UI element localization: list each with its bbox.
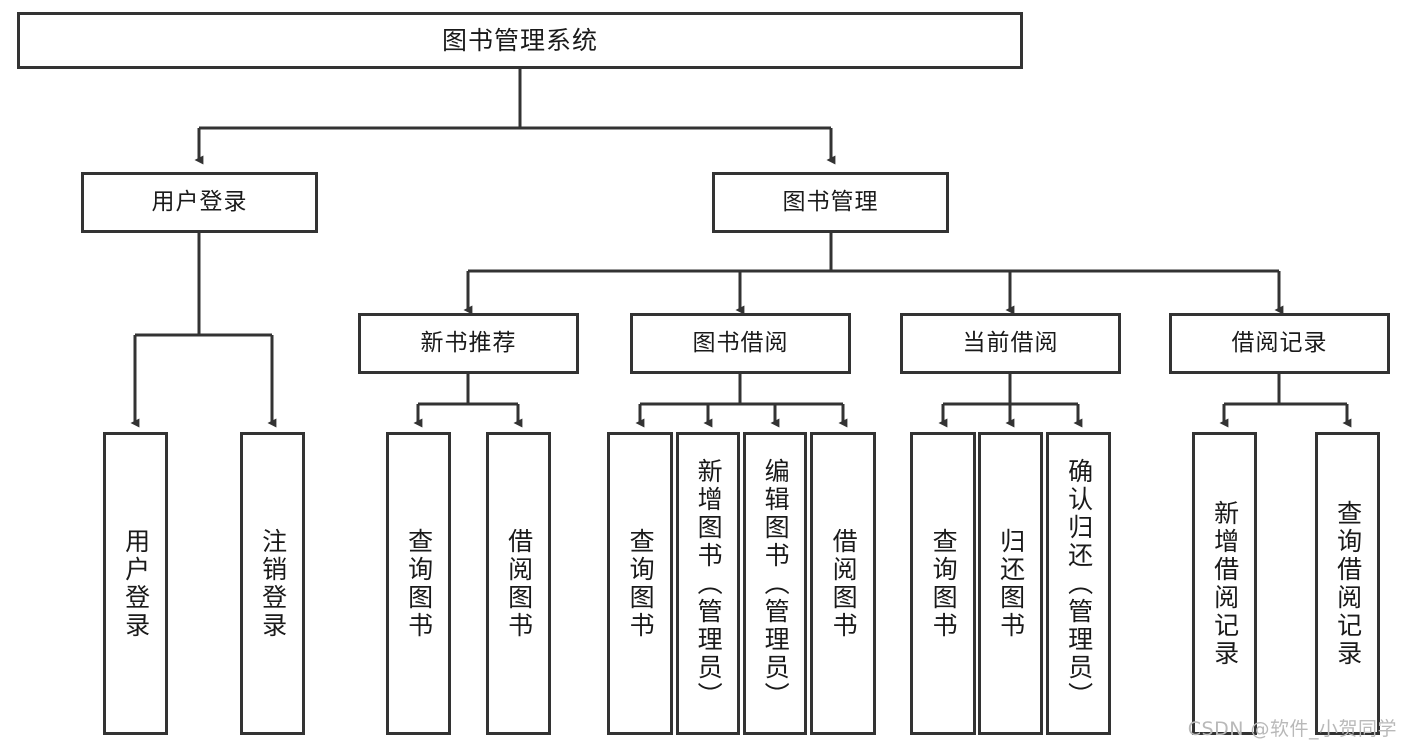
node-label: 当前借阅 bbox=[962, 329, 1059, 356]
leaf-borrow-book[interactable]: 借阅图书 bbox=[810, 432, 876, 735]
node-label: 借阅记录 bbox=[1231, 329, 1328, 356]
node-label: 新增图书（管理员） bbox=[694, 457, 724, 710]
node-label: 借阅图书 bbox=[504, 527, 534, 640]
node-label: 图书管理系统 bbox=[441, 25, 598, 55]
node-label: 编辑图书（管理员） bbox=[761, 457, 791, 710]
node-label: 注销登录 bbox=[258, 527, 288, 640]
leaf-add-borrow-record[interactable]: 新增借阅记录 bbox=[1192, 432, 1257, 735]
node-current-borrowing[interactable]: 当前借阅 bbox=[900, 313, 1121, 374]
node-book-management[interactable]: 图书管理 bbox=[712, 172, 949, 233]
node-label: 用户登录 bbox=[121, 527, 151, 640]
node-label: 归还图书 bbox=[996, 527, 1026, 640]
node-label: 借阅图书 bbox=[829, 527, 859, 640]
leaf-user-login[interactable]: 用户登录 bbox=[103, 432, 168, 735]
leaf-query-book-borrow[interactable]: 查询图书 bbox=[607, 432, 673, 735]
leaf-borrow-book-recommend[interactable]: 借阅图书 bbox=[486, 432, 551, 735]
node-user-login[interactable]: 用户登录 bbox=[81, 172, 318, 233]
leaf-confirm-return-admin[interactable]: 确认归还（管理员） bbox=[1046, 432, 1111, 735]
leaf-query-borrow-record[interactable]: 查询借阅记录 bbox=[1315, 432, 1380, 735]
node-label: 确认归还（管理员） bbox=[1064, 457, 1094, 710]
node-label: 查询图书 bbox=[626, 527, 656, 640]
node-label: 图书借阅 bbox=[692, 329, 789, 356]
node-borrowing-record[interactable]: 借阅记录 bbox=[1169, 313, 1390, 374]
csdn-watermark: CSDN @软件_小贺同学 bbox=[1187, 718, 1397, 740]
node-label: 新增借阅记录 bbox=[1210, 499, 1240, 668]
node-new-book-recommendation[interactable]: 新书推荐 bbox=[358, 313, 579, 374]
node-label: 图书管理 bbox=[782, 188, 879, 215]
node-book-borrowing[interactable]: 图书借阅 bbox=[630, 313, 851, 374]
node-label: 查询图书 bbox=[929, 527, 959, 640]
node-label: 查询借阅记录 bbox=[1333, 499, 1363, 668]
leaf-query-book-recommend[interactable]: 查询图书 bbox=[386, 432, 451, 735]
node-label: 查询图书 bbox=[404, 527, 434, 640]
node-root-book-management-system[interactable]: 图书管理系统 bbox=[17, 12, 1023, 69]
leaf-logout[interactable]: 注销登录 bbox=[240, 432, 305, 735]
leaf-return-book[interactable]: 归还图书 bbox=[978, 432, 1043, 735]
leaf-add-book-admin[interactable]: 新增图书（管理员） bbox=[676, 432, 740, 735]
node-label: 新书推荐 bbox=[420, 329, 517, 356]
leaf-edit-book-admin[interactable]: 编辑图书（管理员） bbox=[743, 432, 807, 735]
leaf-query-book-current[interactable]: 查询图书 bbox=[910, 432, 976, 735]
node-label: 用户登录 bbox=[151, 188, 248, 215]
